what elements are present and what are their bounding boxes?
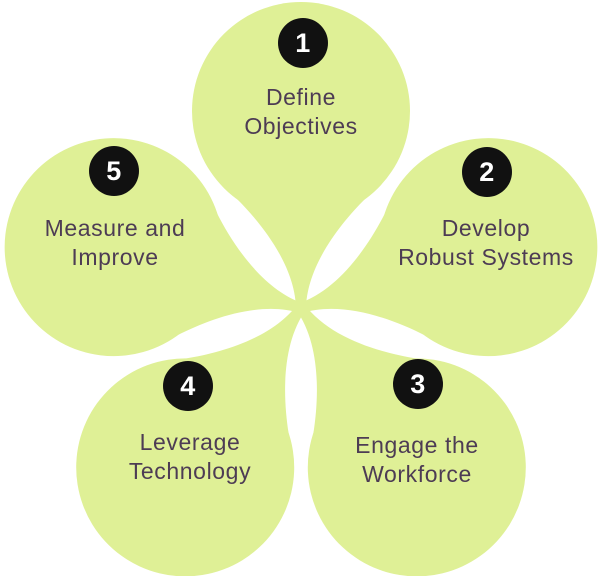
petal-circle-2 — [379, 138, 598, 357]
petal-shape-2 — [297, 138, 598, 357]
step-label-5-line2: Improve — [71, 244, 159, 270]
step-label-3-line1: Engage the — [355, 432, 479, 458]
step-label-3-line2: Workforce — [362, 461, 472, 487]
step-label-1-line2: Objectives — [244, 113, 358, 139]
step-label-1: Define Objectives — [191, 83, 411, 141]
step-badge-4: 4 — [163, 361, 213, 411]
step-label-2: Develop Robust Systems — [376, 214, 596, 272]
petal-tail-4 — [185, 303, 307, 434]
step-label-2-line1: Develop — [441, 215, 531, 241]
step-badge-5: 5 — [89, 146, 139, 196]
petal-circle-3 — [307, 358, 526, 576]
step-label-2-line2: Robust Systems — [398, 244, 574, 270]
petal-tail-5 — [177, 213, 305, 336]
petal-shape-5 — [4, 138, 305, 357]
step-label-3: Engage the Workforce — [307, 431, 527, 489]
petal-tail-1 — [237, 199, 365, 310]
petal-shape-1 — [192, 2, 410, 310]
petal-tail-3 — [295, 303, 417, 434]
step-label-4-line2: Technology — [128, 458, 252, 484]
petal-shape-3 — [295, 303, 526, 576]
petal-circle-5 — [4, 138, 223, 357]
step-label-4: Leverage Technology — [80, 428, 300, 486]
step-label-5-line1: Measure and — [44, 215, 186, 241]
step-badge-3: 3 — [393, 359, 443, 409]
step-label-5: Measure and Improve — [5, 214, 225, 272]
step-badge-2: 2 — [462, 147, 512, 197]
petal-shape-4 — [76, 303, 307, 576]
petal-tail-2 — [297, 213, 425, 336]
step-label-4-line1: Leverage — [139, 429, 241, 455]
step-label-1-line1: Define — [265, 84, 337, 110]
step-badge-1: 1 — [278, 18, 328, 68]
petal-circle-1 — [192, 2, 410, 220]
petal-circle-4 — [76, 358, 295, 576]
